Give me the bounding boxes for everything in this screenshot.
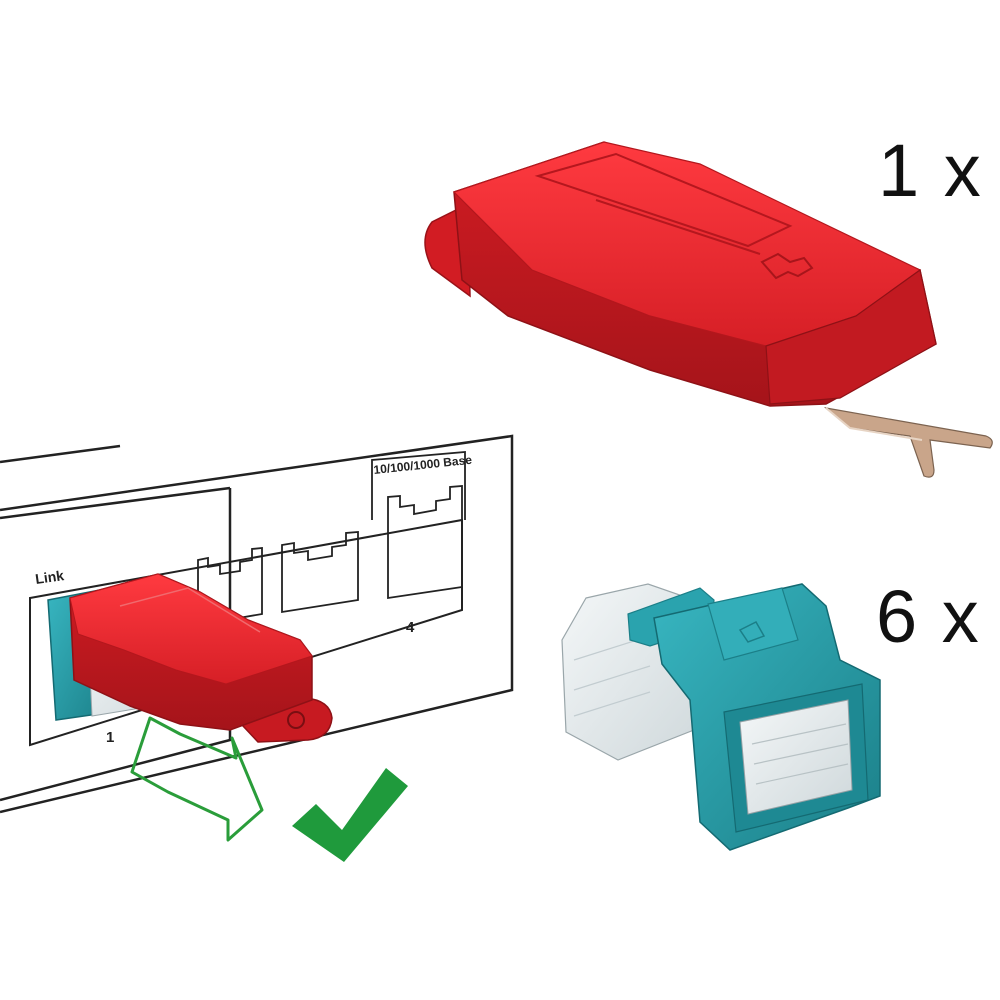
switch-drawing [0,434,514,814]
arrow-right-icon [130,716,264,842]
rj45-blocker-product [561,583,881,851]
checkmark-icon [292,768,408,862]
port-4-label: 4 [406,619,415,636]
quantity-plug-label: 6 x [876,575,981,658]
lock-key-product [424,141,993,478]
switch-link-label: Link [34,567,65,587]
quantity-key-label: 1 x [878,129,983,212]
port-1-label: 1 [106,729,114,746]
inserted-lock-key [69,573,333,743]
